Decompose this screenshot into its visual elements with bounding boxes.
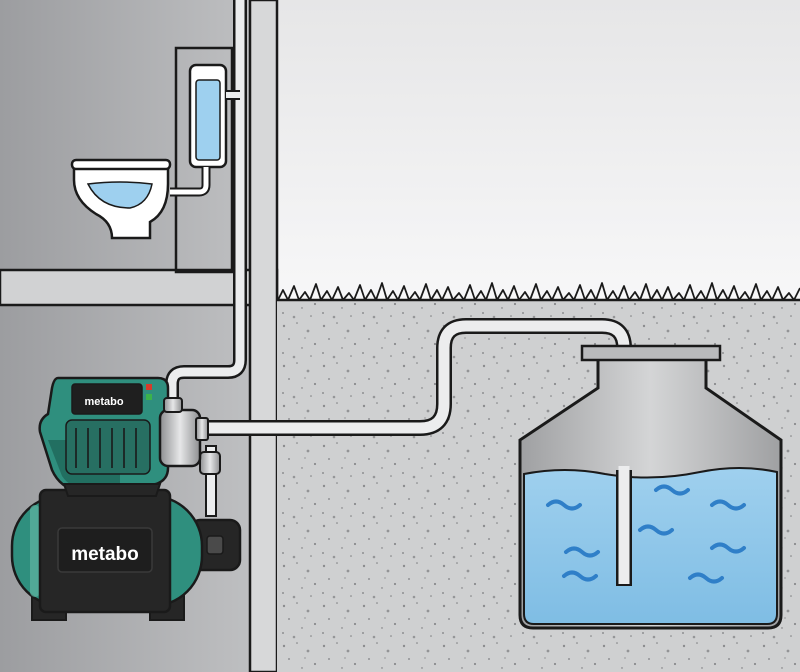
toilet-water	[86, 181, 153, 209]
pump-base	[62, 483, 162, 497]
cistern-water	[195, 79, 221, 161]
display-panel	[71, 383, 143, 415]
wave	[710, 499, 746, 511]
toilet	[70, 46, 234, 274]
pressure-tank-icon: metabo	[10, 488, 204, 621]
tank-label-panel	[57, 527, 153, 573]
house-wall	[248, 0, 279, 672]
grass-icon	[277, 282, 800, 301]
pressure-switch-pipe	[205, 445, 217, 517]
fitting	[199, 451, 221, 475]
wave	[546, 499, 582, 511]
wave	[710, 542, 746, 554]
motor-cap	[206, 535, 224, 555]
pump-unit-icon: metabo metabo	[10, 376, 242, 621]
pipe-icon	[165, 0, 632, 586]
outlet-fitting	[163, 397, 183, 413]
wave	[638, 524, 674, 536]
riser-pipe	[167, 0, 245, 405]
wave	[688, 572, 724, 584]
pump-brand-label: metabo	[84, 396, 123, 408]
inlet-fitting	[195, 417, 209, 441]
cistern-water-fill	[523, 467, 778, 625]
pump-grille	[65, 419, 151, 475]
wave-marks	[546, 484, 746, 584]
wave	[654, 484, 690, 496]
status-led	[146, 394, 152, 400]
toilet-seat	[70, 158, 172, 171]
wave	[564, 546, 600, 558]
cistern-lid	[580, 344, 722, 362]
status-led	[146, 384, 152, 390]
tank-brand-label: metabo	[71, 544, 139, 565]
pump-volute	[158, 408, 202, 468]
flush-pipe-inner	[170, 167, 209, 195]
rainwater-cistern-icon	[518, 344, 783, 630]
pump-head: metabo	[38, 376, 209, 497]
suction-pipe	[205, 320, 630, 586]
grille-lines	[75, 428, 137, 468]
tank-highlight	[30, 505, 40, 597]
sky	[277, 0, 800, 300]
flush-frame	[174, 46, 234, 274]
wave	[562, 570, 598, 582]
floor-slab	[0, 268, 279, 307]
